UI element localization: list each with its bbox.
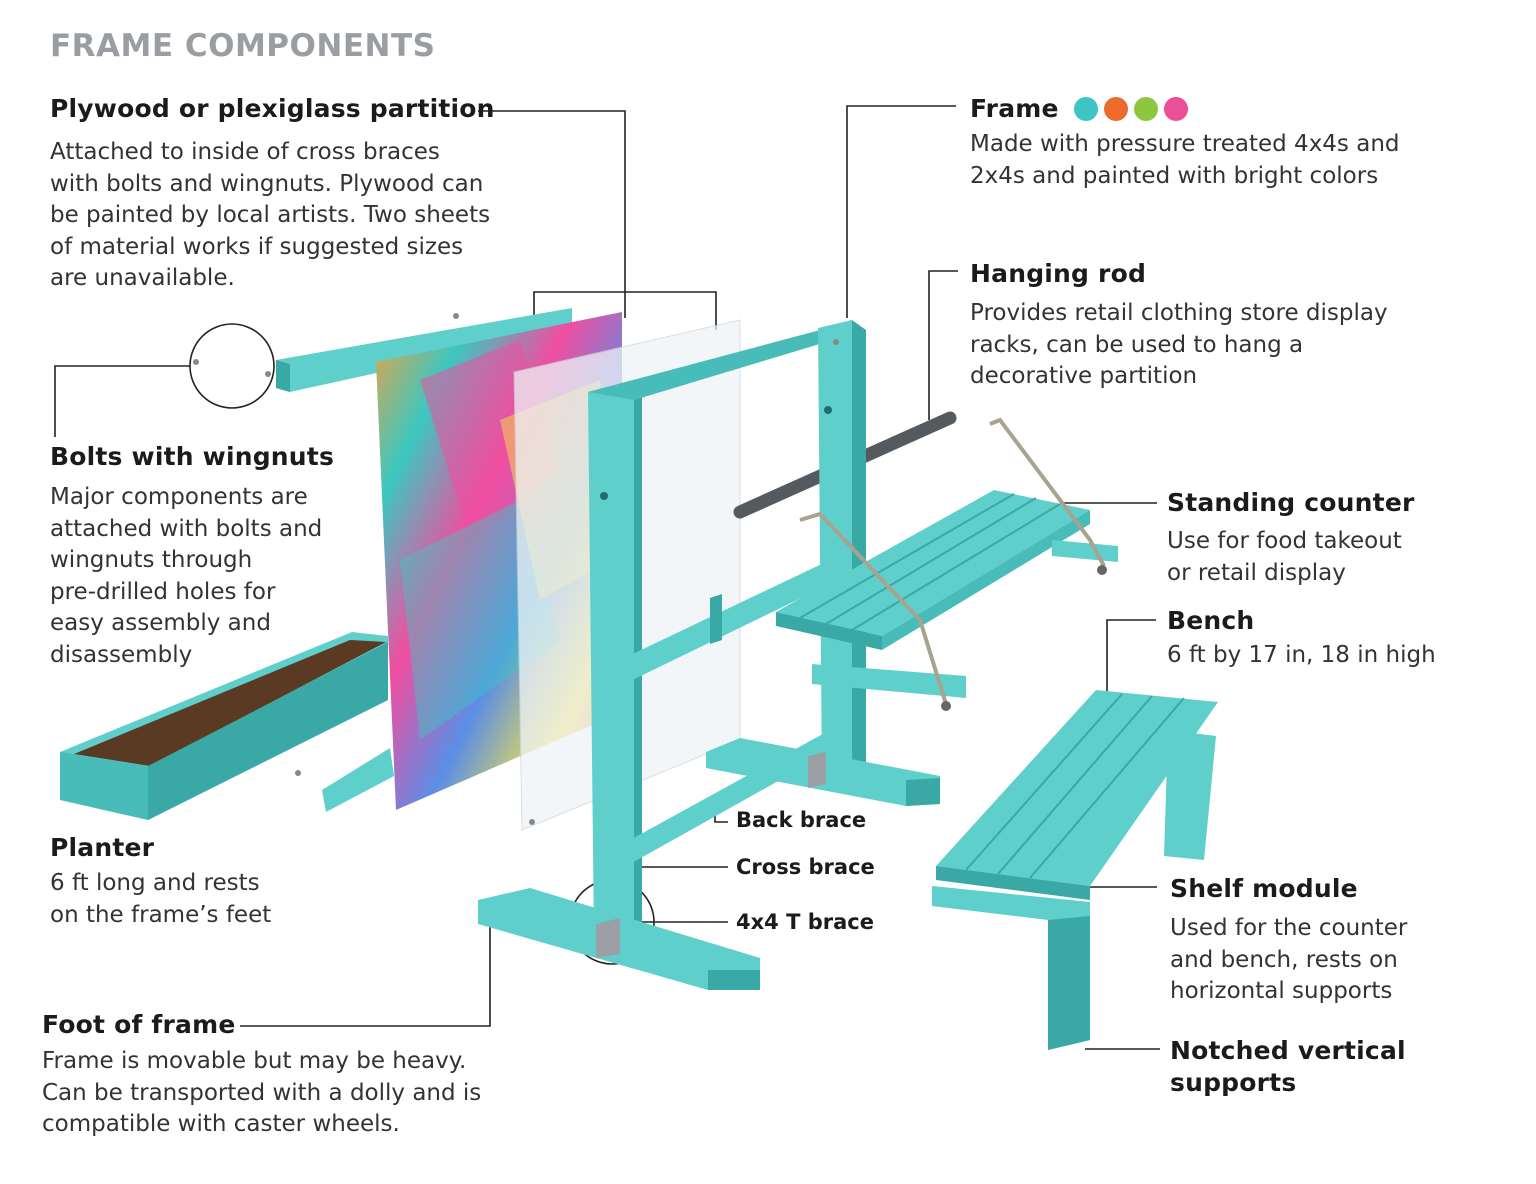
bolts-description: Major components are attached with bolts… xyxy=(50,484,323,668)
counter-description: Use for food takeout or retail display xyxy=(1167,528,1402,586)
frame-heading: Frame xyxy=(970,94,1059,123)
partition-description: Attached to inside of cross braces with … xyxy=(50,139,491,291)
shelf-description: Used for the counter and bench, rests on… xyxy=(1170,915,1408,1004)
bolt-hole xyxy=(824,406,832,414)
shelf-heading: Shelf module xyxy=(1170,874,1358,903)
frame-structure xyxy=(588,320,866,940)
bench-description: 6 ft by 17 in, 18 in high xyxy=(1167,642,1436,668)
top-cross-brace xyxy=(276,308,572,392)
frame-feet xyxy=(478,738,940,990)
frame-color-swatches xyxy=(1074,97,1188,121)
lower-cross-brace xyxy=(322,748,394,812)
color-swatch-pink xyxy=(1164,97,1188,121)
foot-description: Frame is movable but may be heavy. Can b… xyxy=(42,1048,482,1137)
color-swatch-orange xyxy=(1104,97,1128,121)
rod-description: Provides retail clothing store display r… xyxy=(970,300,1388,389)
notched-supports-heading: Notched vertical supports xyxy=(1170,1036,1406,1097)
bench xyxy=(932,690,1218,1050)
planter-heading: Planter xyxy=(50,833,155,862)
partition-heading: Plywood or plexiglass partition xyxy=(50,94,495,123)
color-swatch-teal xyxy=(1074,97,1098,121)
bolts-heading: Bolts with wingnuts xyxy=(50,442,335,471)
color-swatch-green xyxy=(1134,97,1158,121)
bolts xyxy=(193,313,839,825)
foot-heading: Foot of frame xyxy=(42,1010,236,1039)
standing-counter xyxy=(776,417,1118,711)
frame-description: Made with pressure treated 4x4s and 2x4s… xyxy=(970,131,1400,189)
rod-heading: Hanging rod xyxy=(970,259,1147,288)
counter-heading: Standing counter xyxy=(1167,488,1415,517)
cross-brace-label: Cross brace xyxy=(736,855,875,879)
bench-heading: Bench xyxy=(1167,606,1255,635)
planter-description: 6 ft long and rests on the frame’s feet xyxy=(50,870,272,928)
page-title: FRAME COMPONENTS xyxy=(50,28,436,64)
planter-box xyxy=(60,632,388,820)
bolt-zoom-circle xyxy=(189,323,275,409)
back-brace-label: Back brace xyxy=(736,808,867,832)
bolt-hole xyxy=(600,492,608,500)
t-brace-label: 4x4 T brace xyxy=(736,910,874,934)
